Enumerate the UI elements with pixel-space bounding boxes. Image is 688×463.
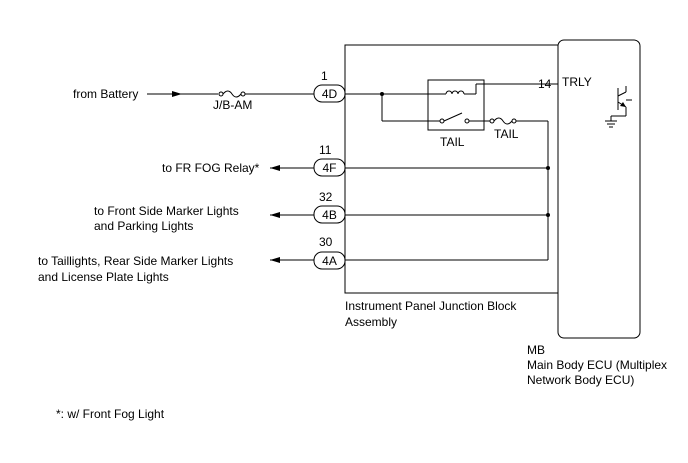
relay-switch-icon: [432, 112, 490, 124]
tail-relay-label: TAIL: [440, 135, 465, 149]
taillights-label-1: to Taillights, Rear Side Marker Lights: [38, 254, 233, 268]
junction-block-label-1: Instrument Panel Junction Block: [345, 299, 517, 313]
connector-pin-32: 32: [319, 190, 333, 204]
front-side-marker-label-1: to Front Side Marker Lights: [94, 204, 239, 218]
connector-4d-code: 4D: [322, 87, 338, 101]
relay-coil-icon: [432, 83, 558, 95]
ecu-label-1: Main Body ECU (Multiplex: [527, 358, 667, 372]
ecu-box: [557, 39, 641, 339]
battery-arrow-icon: [172, 91, 182, 97]
footnote: *: w/ Front Fog Light: [56, 407, 165, 421]
fr-fog-label: to FR FOG Relay*: [162, 161, 260, 175]
ground-icon: [605, 116, 617, 128]
fr-fog-arrow-icon: [270, 165, 280, 171]
tail-fuse-icon: [489, 117, 517, 125]
ecu-code: MB: [527, 343, 545, 357]
front-side-marker-arrow-icon: [270, 212, 280, 218]
transistor-icon: [617, 86, 632, 116]
tail-fuse-label: TAIL: [494, 127, 519, 141]
front-side-marker-label-2: and Parking Lights: [94, 219, 193, 233]
connector-4b-code: 4B: [322, 208, 337, 222]
tail-relay-box: [427, 79, 485, 131]
connector-pin-1: 1: [321, 69, 328, 83]
ecu-signal-name: TRLY: [562, 75, 592, 89]
taillights-arrow-icon: [270, 257, 280, 263]
connector-pin-30: 30: [319, 235, 333, 249]
taillights-label-2: and License Plate Lights: [38, 270, 169, 284]
jb-am-fuse-icon: [218, 90, 246, 98]
connector-pin-11: 11: [319, 143, 332, 157]
junction-block-box: [344, 44, 559, 294]
connector-4a-code: 4A: [322, 254, 337, 268]
connector-4f-code: 4F: [322, 161, 336, 175]
ecu-label-2: Network Body ECU): [527, 373, 634, 387]
battery-label: from Battery: [73, 87, 138, 101]
junction-block-label-2: Assembly: [345, 315, 397, 329]
jb-am-fuse-label: J/B-AM: [213, 98, 252, 112]
